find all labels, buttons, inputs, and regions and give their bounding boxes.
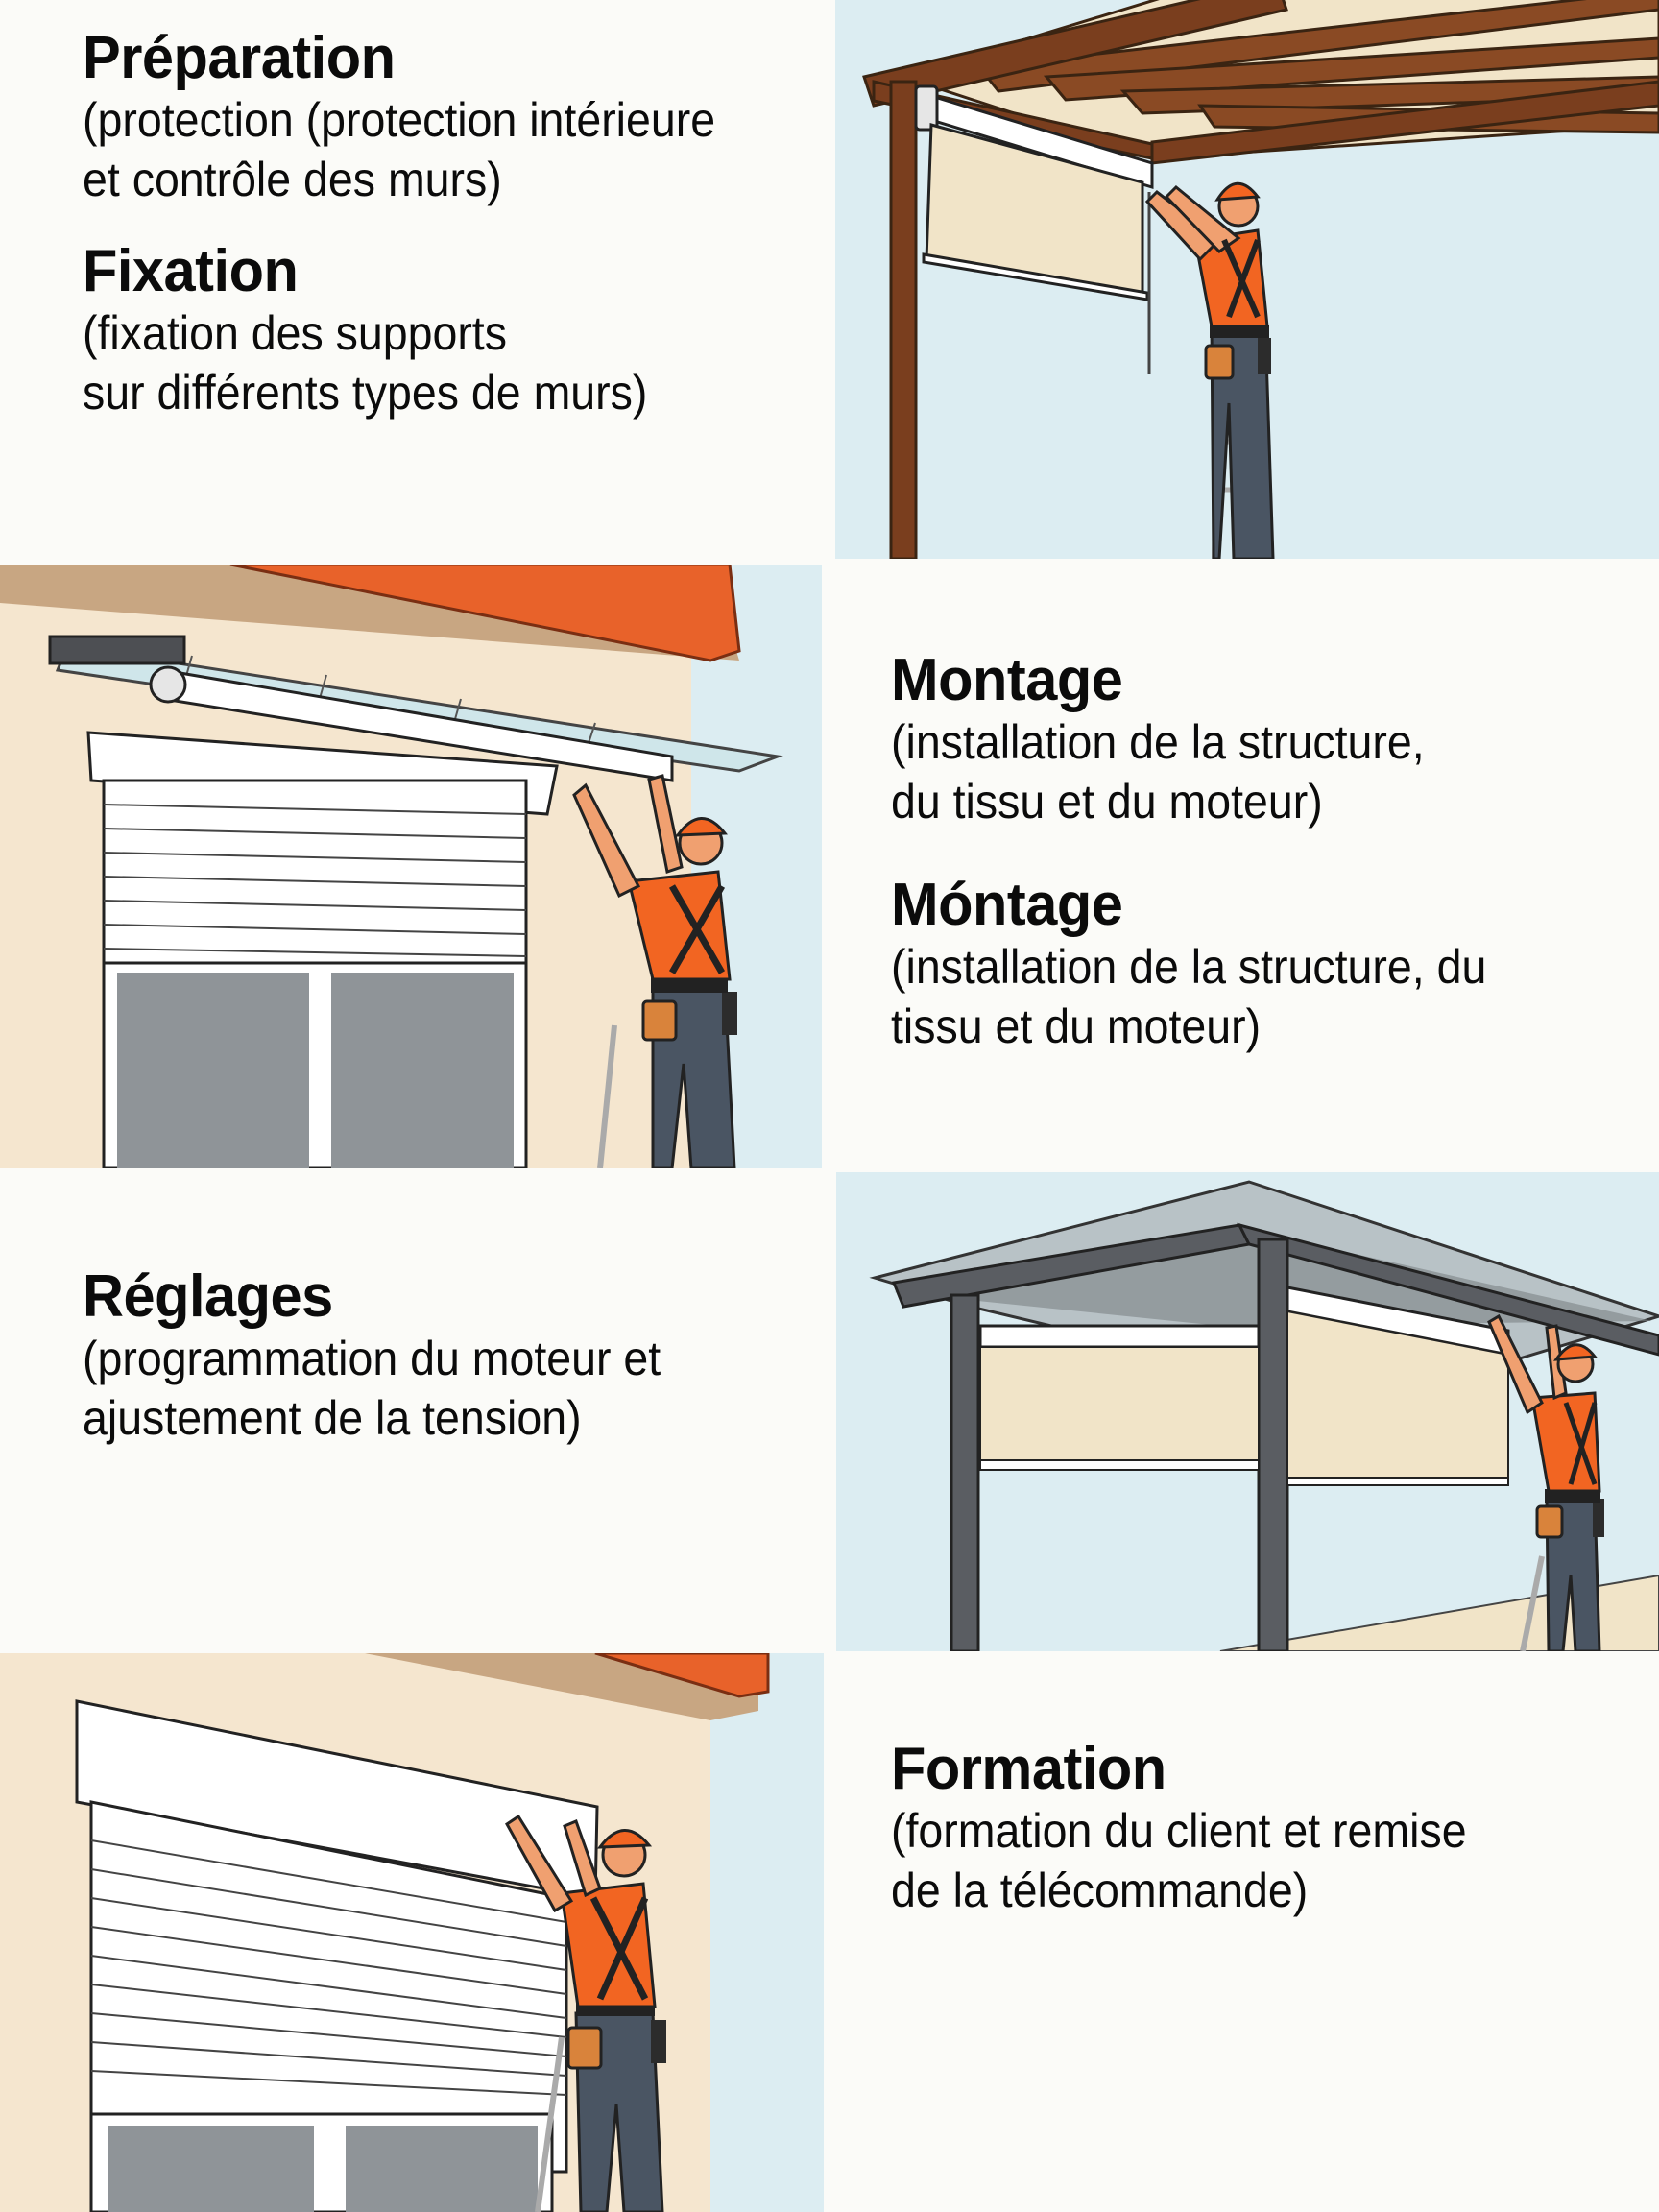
worker-icon <box>1487 1313 1604 1651</box>
step-fixation: Fixation (fixation des supports sur diff… <box>83 240 763 422</box>
step-title: Réglages <box>83 1263 333 1330</box>
step-description: (installation de la structure, du tissu … <box>891 715 1425 829</box>
step-description: (installation de la structure, du tissu … <box>891 940 1487 1053</box>
step-montage-1: Montage (installation de la structure, d… <box>891 649 1531 831</box>
step-title: Montage <box>891 647 1123 713</box>
illustration-wall-awning <box>0 565 822 1168</box>
step-title: Fixation <box>83 238 299 304</box>
step-montage-2: Móntage (installation de la structure, d… <box>891 874 1531 1056</box>
step-title: Formation <box>891 1736 1166 1802</box>
step-title: Préparation <box>83 25 396 91</box>
illustration-window-roller-shutter <box>0 1653 824 2212</box>
step-description: (programmation du moteur et ajustement d… <box>83 1332 661 1445</box>
metal-pergola-blinds-illustration <box>836 1172 1659 1651</box>
steps-group-middle-right: Montage (installation de la structure, d… <box>891 649 1531 1089</box>
step-preparation: Préparation (protection (protection inté… <box>83 27 763 209</box>
step-description: (protection (protection intérieure et co… <box>83 93 716 206</box>
step-description: (formation du client et remise de la tél… <box>891 1804 1467 1917</box>
step-formation: Formation (formation du client et remise… <box>891 1738 1510 1920</box>
worker-icon <box>1144 181 1275 559</box>
wall-awning-roller-shutter-illustration <box>0 565 822 1168</box>
step-description: (fixation des supports sur différents ty… <box>83 306 648 420</box>
steps-group-top-left: Préparation (protection (protection inté… <box>83 27 763 455</box>
steps-group-lower-left: Réglages (programmation du moteur et aju… <box>83 1265 705 1480</box>
step-title: Móntage <box>891 872 1123 938</box>
illustration-metal-pergola <box>836 1172 1659 1651</box>
wood-pergola-roller-blind-illustration <box>835 0 1659 559</box>
worker-icon <box>505 1814 666 2212</box>
steps-group-bottom-right: Formation (formation du client et remise… <box>891 1738 1510 1953</box>
window-roller-shutter-illustration <box>0 1653 824 2212</box>
worker-icon <box>572 774 737 1168</box>
illustration-wood-pergola <box>835 0 1659 559</box>
step-reglages: Réglages (programmation du moteur et aju… <box>83 1265 705 1448</box>
